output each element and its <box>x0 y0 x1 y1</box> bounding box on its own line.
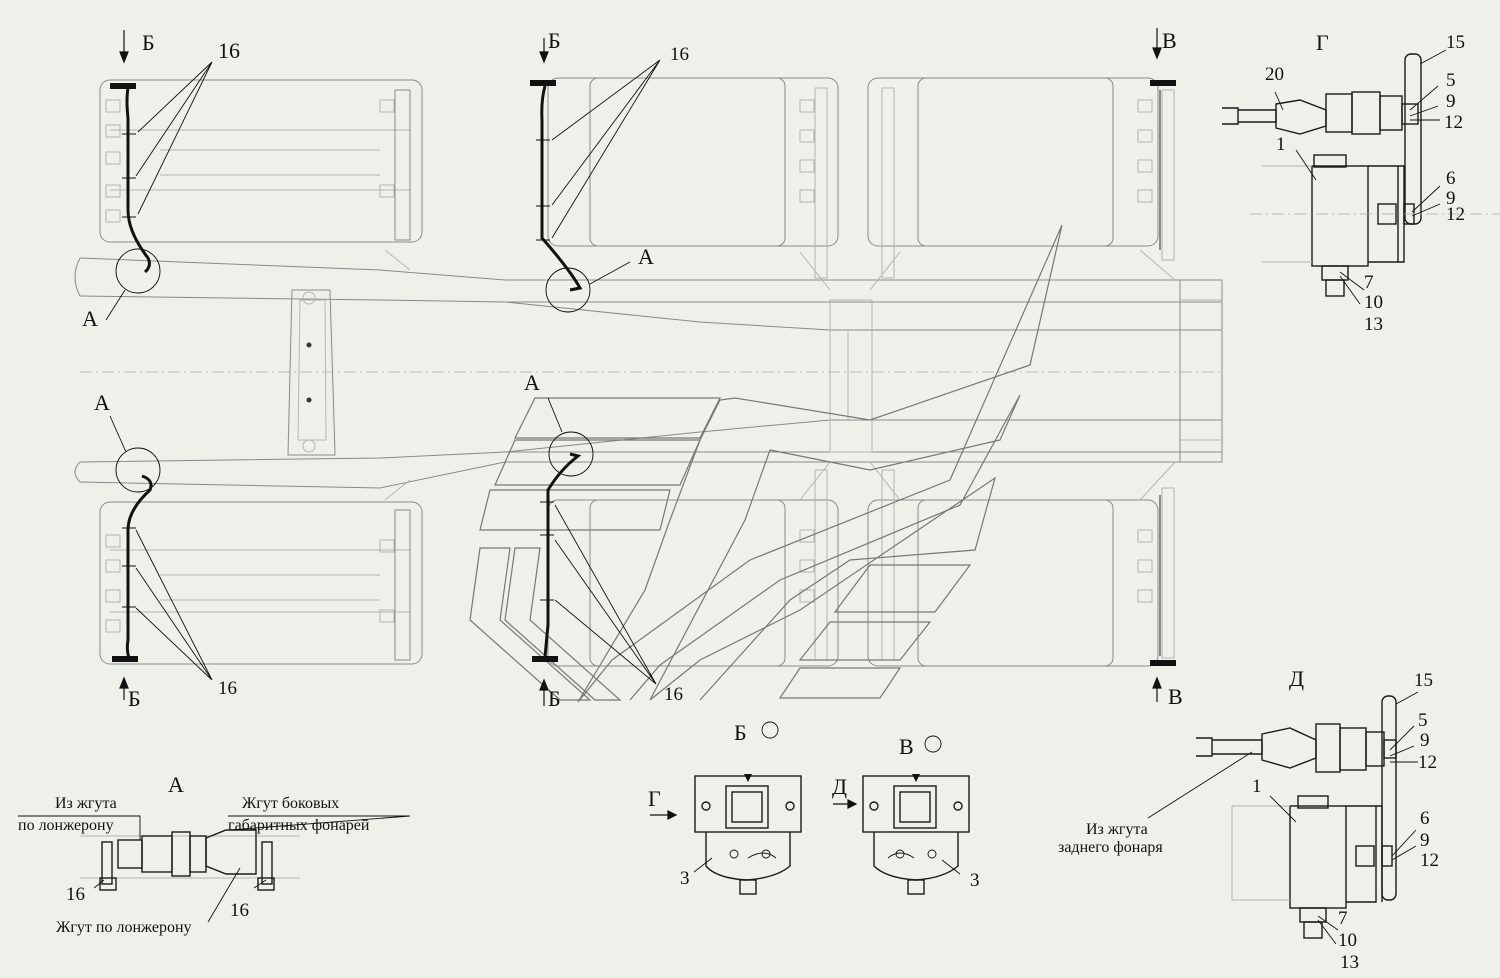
part-9-d-top: 9 <box>1420 730 1430 751</box>
view-d-title: Д <box>1289 666 1304 691</box>
part-12-g-top: 12 <box>1444 112 1463 133</box>
part-16-bottom-left: 16 <box>218 678 237 699</box>
callout-a-rear-upper: А <box>638 244 654 269</box>
view-arrows <box>119 28 1162 706</box>
section-v-title: В <box>899 734 914 759</box>
part-12-d-top: 12 <box>1418 752 1437 773</box>
part-12-d-bot: 12 <box>1420 850 1439 871</box>
section-b <box>694 721 802 895</box>
note-from-harness-1: Из жгута <box>55 795 117 812</box>
harness-front-upper <box>110 83 161 294</box>
part-16-bottom-mid: 16 <box>664 684 683 705</box>
note-spar-harness: Жгут по лонжерону <box>56 919 192 936</box>
harness-rear-upper <box>530 80 591 313</box>
detail-a-leaders <box>93 867 267 923</box>
view-d-bracket <box>1196 695 1397 939</box>
view-b-label-bottom-mid: Б <box>548 686 561 711</box>
part-16-top-left: 16 <box>218 38 240 63</box>
section-d-marker: Д <box>832 774 847 799</box>
section-g-marker: Г <box>648 786 661 811</box>
part-10-g: 10 <box>1364 292 1383 313</box>
watermark-logo <box>469 224 1063 703</box>
section-b-title: Б <box>734 720 747 745</box>
part-15-d: 15 <box>1414 670 1433 691</box>
part-1-g: 1 <box>1276 134 1286 155</box>
note-side-harness-2: габаритных фонарей <box>228 817 370 834</box>
part-7-d: 7 <box>1338 908 1348 929</box>
section-arrows <box>650 799 858 820</box>
part-9-g-top: 9 <box>1446 91 1456 112</box>
part-13-d: 13 <box>1340 952 1359 973</box>
note-side-harness-1: Жгут боковых <box>242 795 339 812</box>
part-3-section-v: 3 <box>970 870 980 891</box>
view-b-label-top-mid: Б <box>548 28 561 53</box>
part-10-d: 10 <box>1338 930 1357 951</box>
part-9-g-bot: 9 <box>1446 188 1456 209</box>
section-v <box>862 735 970 895</box>
part-1-d: 1 <box>1252 776 1262 797</box>
part-numbers: 16 16 16 16 16 16 20 15 5 9 12 1 6 9 12 … <box>66 32 1465 973</box>
part-13-g: 13 <box>1364 314 1383 335</box>
detail-a-connector <box>18 815 411 891</box>
view-letters: Б Б В Б Б В Г Д А А А А А Б В Г Д <box>82 28 1329 811</box>
section-leaders <box>693 857 961 875</box>
note-rear-harness-2: заднего фонаря <box>1058 839 1163 856</box>
lamp-posts-rear-right <box>1150 80 1176 666</box>
part-16-detail-right: 16 <box>230 900 249 921</box>
view-v-label-bottom: В <box>1168 684 1183 709</box>
chassis-frame <box>74 257 1223 489</box>
view-g-leaders <box>1274 49 1447 305</box>
callout-a-front-upper: А <box>82 306 98 331</box>
view-g-title: Г <box>1316 30 1329 55</box>
callout-a-rear-lower: А <box>524 370 540 395</box>
view-g-bracket <box>1222 53 1500 297</box>
part-6-g: 6 <box>1446 168 1456 189</box>
harness-notes: Из жгута по лонжерону Жгут боковых габар… <box>18 795 1163 936</box>
part-20: 20 <box>1265 64 1284 85</box>
part-5-d: 5 <box>1418 710 1428 731</box>
callout-a-front-lower: А <box>94 390 110 415</box>
harness-front-lower <box>112 447 161 662</box>
harness-rear-lower <box>532 431 594 662</box>
view-d-leaders <box>1147 691 1419 945</box>
note-from-harness-2: по лонжерону <box>18 817 114 834</box>
part-5-g: 5 <box>1446 70 1456 91</box>
note-rear-harness-1: Из жгута <box>1086 821 1148 838</box>
view-v-label-top: В <box>1162 28 1177 53</box>
part-3-section-b: 3 <box>680 868 690 889</box>
part-16-detail-left: 16 <box>66 884 85 905</box>
view-b-label-bottom-left: Б <box>128 686 141 711</box>
leader-lines <box>105 59 661 685</box>
part-12-g-bot: 12 <box>1446 204 1465 225</box>
part-7-g: 7 <box>1364 272 1374 293</box>
view-b-label-top-left: Б <box>142 30 155 55</box>
detail-a-title: А <box>168 772 184 797</box>
part-15-g: 15 <box>1446 32 1465 53</box>
part-9-d-bot: 9 <box>1420 830 1430 851</box>
part-16-top-mid: 16 <box>670 44 689 65</box>
part-6-d: 6 <box>1420 808 1430 829</box>
